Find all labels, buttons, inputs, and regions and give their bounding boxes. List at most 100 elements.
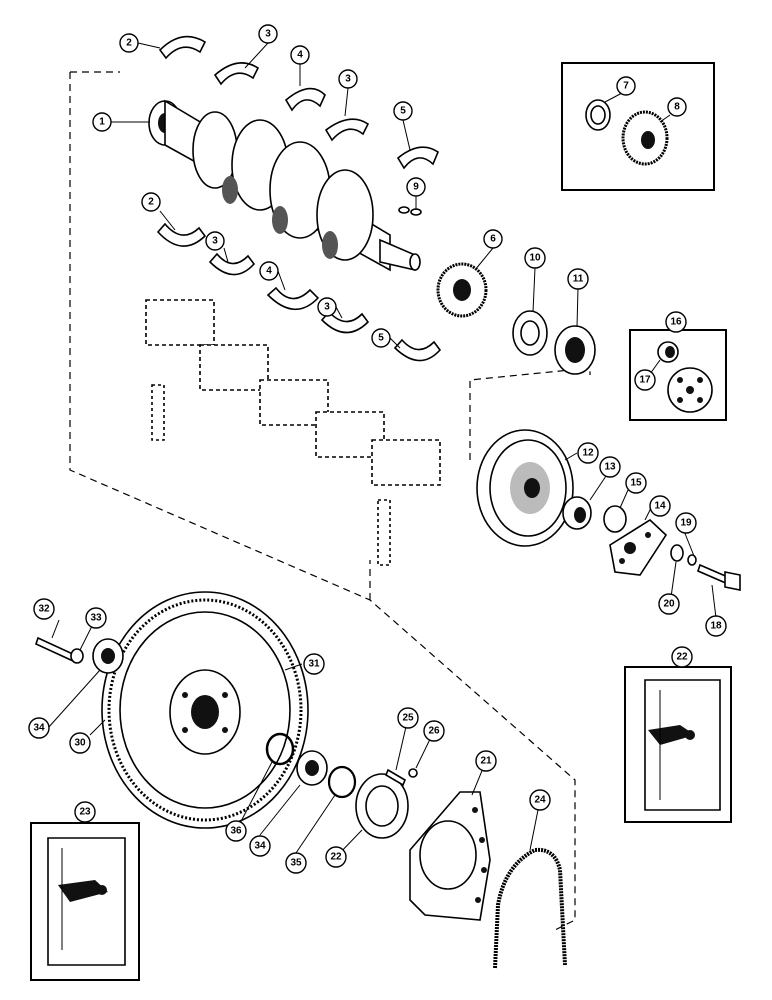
- inset-rear-seal-22: [624, 666, 732, 823]
- washer-33: [70, 648, 84, 664]
- svg-text:26: 26: [428, 726, 440, 737]
- svg-text:15: 15: [630, 478, 642, 489]
- engine-block-outline: [69, 71, 591, 931]
- svg-text:17: 17: [639, 375, 651, 386]
- washer-20: [670, 544, 684, 562]
- svg-text:30: 30: [74, 738, 86, 749]
- callout-9: 9: [406, 177, 426, 197]
- callout-22a: 22: [671, 646, 693, 668]
- callout-4a: 4: [290, 45, 310, 65]
- svg-text:11: 11: [573, 274, 584, 285]
- rod-bearing-upper-3a: [213, 62, 260, 86]
- flywheel: [101, 591, 309, 829]
- svg-text:13: 13: [604, 462, 616, 473]
- woodruff-keys: [398, 206, 422, 216]
- svg-text:2: 2: [148, 197, 154, 208]
- svg-text:2: 2: [126, 38, 132, 49]
- pilot-bearing-34a: [92, 638, 124, 674]
- svg-text:31: 31: [308, 659, 320, 670]
- callout-30: 30: [69, 732, 91, 754]
- drive-plate-14: [609, 518, 668, 576]
- o-ring-35: [327, 765, 357, 799]
- callout-19: 19: [675, 512, 697, 534]
- callout-24: 24: [529, 789, 551, 811]
- svg-text:4: 4: [297, 50, 303, 61]
- callout-23: 23: [74, 801, 96, 823]
- inset-seal-23: [30, 822, 140, 981]
- crankshaft: [148, 99, 421, 272]
- rear-gasket-24: [493, 847, 567, 969]
- svg-text:5: 5: [400, 106, 406, 117]
- thrust-bearing-lower-4: [266, 286, 320, 311]
- svg-text:3: 3: [324, 302, 330, 313]
- callout-8: 8: [667, 97, 687, 117]
- lock-washer-19: [687, 554, 697, 566]
- callout-21: 21: [475, 750, 497, 772]
- callout-14: 14: [649, 495, 671, 517]
- svg-text:23: 23: [79, 807, 91, 818]
- svg-text:24: 24: [534, 795, 546, 806]
- svg-text:22: 22: [676, 652, 688, 663]
- main-bearing-caps: [145, 299, 441, 486]
- callout-18: 18: [705, 615, 727, 637]
- svg-text:16: 16: [670, 317, 682, 328]
- callout-36: 36: [225, 820, 247, 842]
- svg-text:18: 18: [710, 621, 722, 632]
- svg-text:3: 3: [345, 74, 351, 85]
- svg-text:6: 6: [490, 234, 496, 245]
- callout-15: 15: [625, 472, 647, 494]
- callout-10: 10: [524, 247, 546, 269]
- crankshaft-pulley: [476, 429, 574, 547]
- callout-6: 6: [483, 229, 503, 249]
- main-bearing-lower-2: [156, 222, 207, 247]
- callout-4b: 4: [259, 261, 279, 281]
- crankshaft-gear: [436, 262, 488, 318]
- svg-text:19: 19: [680, 518, 692, 529]
- thrust-bearing-upper-4: [284, 87, 326, 112]
- svg-text:5: 5: [378, 333, 384, 344]
- callout-31: 31: [303, 653, 325, 675]
- callout-3d: 3: [317, 297, 337, 317]
- callout-2b: 2: [141, 192, 161, 212]
- callout-3a: 3: [258, 24, 278, 44]
- main-bearing-lower-5: [393, 338, 442, 362]
- svg-text:3: 3: [265, 29, 271, 40]
- rear-oil-seal-22: [355, 773, 409, 839]
- callout-32: 32: [33, 598, 55, 620]
- callout-5a: 5: [393, 101, 413, 121]
- svg-text:22: 22: [330, 852, 342, 863]
- callout-26: 26: [423, 720, 445, 742]
- flywheel-bolt-32: [35, 636, 76, 663]
- svg-text:9: 9: [413, 182, 419, 193]
- callout-13: 13: [599, 456, 621, 478]
- svg-text:21: 21: [480, 756, 492, 767]
- rear-seal-retainer-21: [409, 791, 491, 921]
- snap-ring-36: [265, 732, 295, 766]
- svg-text:33: 33: [90, 613, 102, 624]
- callout-11: 11: [567, 268, 589, 290]
- callout-16: 16: [665, 311, 687, 333]
- svg-text:34: 34: [33, 723, 45, 734]
- inset-gear-detail: [561, 62, 715, 191]
- spacer-15: [603, 505, 627, 533]
- retainer-bolt-25: [385, 768, 406, 787]
- svg-text:3: 3: [212, 236, 218, 247]
- callout-20: 20: [658, 593, 680, 615]
- callout-1: 1: [92, 112, 112, 132]
- svg-text:12: 12: [582, 448, 594, 459]
- svg-text:4: 4: [266, 266, 272, 277]
- pilot-bearing-34b: [296, 750, 328, 786]
- main-bearing-cap-bolts: [151, 384, 391, 566]
- svg-text:10: 10: [529, 253, 541, 264]
- svg-text:34: 34: [254, 841, 266, 852]
- svg-text:36: 36: [230, 826, 242, 837]
- callout-34b: 34: [249, 835, 271, 857]
- callout-12: 12: [577, 442, 599, 464]
- svg-text:35: 35: [290, 858, 302, 869]
- callout-17: 17: [634, 369, 656, 391]
- callout-35: 35: [285, 852, 307, 874]
- svg-text:20: 20: [663, 599, 675, 610]
- svg-text:8: 8: [674, 102, 680, 113]
- callout-34a: 34: [28, 717, 50, 739]
- main-bearing-upper-5: [396, 146, 439, 170]
